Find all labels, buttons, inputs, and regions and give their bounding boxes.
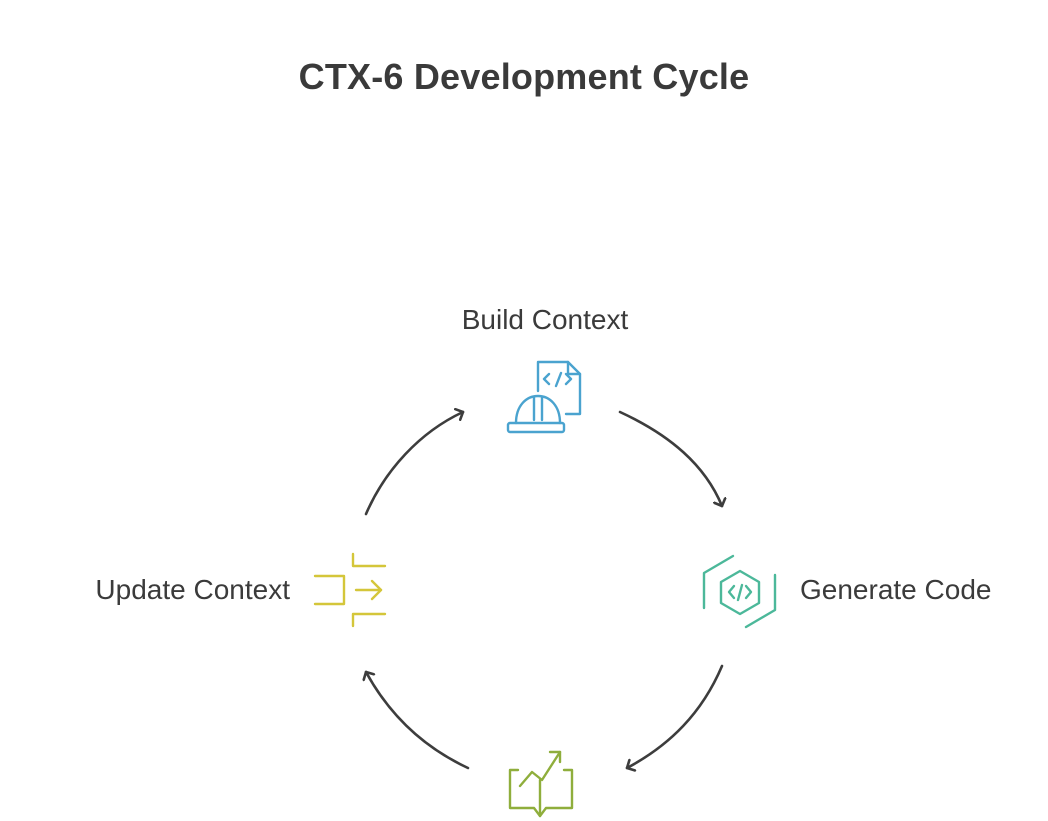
book-growth-icon <box>508 750 574 818</box>
step-label-generate-code: Generate Code <box>800 574 992 605</box>
bracket-arrow-icon <box>313 552 387 628</box>
arrow-build-to-generate <box>618 410 722 508</box>
step-label-build-context: Build Context <box>461 304 629 335</box>
step-label-update-context: Update Context <box>95 574 290 605</box>
arrow-update-to-build <box>364 412 465 516</box>
arrow-generate-to-bottom <box>625 664 724 768</box>
arrow-bottom-to-update <box>366 670 470 770</box>
code-file-hardhat-icon <box>506 360 582 434</box>
diagram-title: CTX-6 Development Cycle <box>298 56 750 97</box>
code-hexagon-icon <box>702 554 777 629</box>
